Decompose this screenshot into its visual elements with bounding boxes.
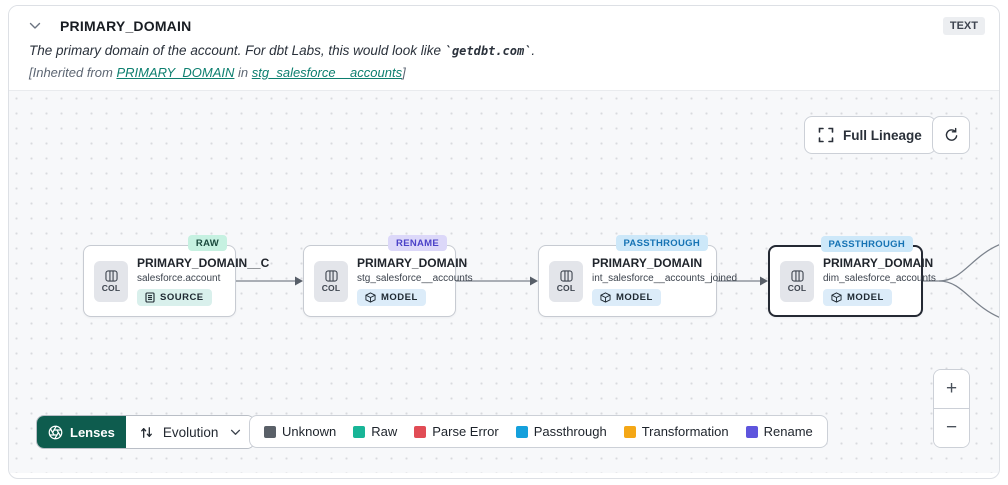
node-title: PRIMARY_DOMAIN xyxy=(592,256,703,270)
legend-item: Rename xyxy=(745,424,813,439)
lineage-node-staging[interactable]: RENAME COL PRIMARY_DOMAIN stg_salesforce… xyxy=(303,235,473,317)
lens-selector-dropdown[interactable]: Evolution xyxy=(125,416,255,448)
legend-item: Parse Error xyxy=(414,424,499,439)
column-icon xyxy=(104,269,118,282)
column-icon xyxy=(324,269,338,282)
legend-item: Raw xyxy=(353,424,397,439)
lineage-node-intermediate[interactable]: PASSTHROUGH COL PRIMARY_DOMAIN int_sales… xyxy=(538,235,737,317)
aperture-icon xyxy=(48,425,63,440)
lenses-label: Lenses xyxy=(70,424,115,440)
lens-legend: Unknown Raw Parse Error Passthrough Tran… xyxy=(249,415,828,448)
column-header: PRIMARY_DOMAIN TEXT The primary domain o… xyxy=(9,6,999,91)
node-title: PRIMARY_DOMAIN__C xyxy=(137,256,270,270)
resource-badge: MODEL xyxy=(357,289,426,306)
inherited-from-note: [Inherited from PRIMARY_DOMAIN in stg_sa… xyxy=(29,65,406,80)
node-title: PRIMARY_DOMAIN xyxy=(357,256,468,270)
swap-vertical-icon xyxy=(139,425,154,440)
model-cube-icon xyxy=(831,292,842,303)
lineage-canvas[interactable]: Full Lineage RAW COL PRIMARY_DOMAIN__C s… xyxy=(9,91,999,473)
lineage-node-dim-selected[interactable]: PASSTHROUGH COL PRIMARY_DOMAIN dim_sales… xyxy=(768,236,936,317)
zoom-out-button[interactable]: − xyxy=(934,409,969,447)
col-label: COL xyxy=(321,282,341,293)
legend-item: Transformation xyxy=(623,424,729,439)
zoom-in-button[interactable]: + xyxy=(934,370,969,408)
lineage-node-source[interactable]: RAW COL PRIMARY_DOMAIN__C salesforce.acc… xyxy=(83,235,269,317)
refresh-button[interactable] xyxy=(932,116,970,154)
refresh-icon xyxy=(943,127,960,144)
node-title: PRIMARY_DOMAIN xyxy=(823,256,934,270)
resource-badge: MODEL xyxy=(823,289,892,306)
inherited-column-link[interactable]: PRIMARY_DOMAIN xyxy=(116,65,235,80)
status-badge: PASSTHROUGH xyxy=(615,235,708,251)
column-chip: COL xyxy=(780,260,814,302)
lenses-control: Lenses Evolution xyxy=(36,415,256,449)
col-label: COL xyxy=(787,282,807,293)
node-subtitle: salesforce.account xyxy=(137,273,221,284)
edge-branch-down xyxy=(938,280,999,318)
collapse-chevron-icon[interactable] xyxy=(29,22,41,30)
legend-swatch xyxy=(515,425,528,438)
column-description: The primary domain of the account. For d… xyxy=(29,43,536,58)
legend-swatch xyxy=(353,425,366,438)
divider xyxy=(934,408,969,409)
col-label: COL xyxy=(556,282,576,293)
legend-item: Passthrough xyxy=(515,424,607,439)
status-badge: PASSTHROUGH xyxy=(820,236,913,252)
status-badge: RENAME xyxy=(388,235,447,251)
zoom-controls: + − xyxy=(933,369,970,448)
legend-swatch xyxy=(264,425,276,438)
column-title: PRIMARY_DOMAIN xyxy=(60,18,192,34)
inline-code: `getdbt.com` xyxy=(444,44,532,58)
legend-swatch xyxy=(745,425,758,438)
legend-item: Unknown xyxy=(264,424,336,439)
column-icon xyxy=(559,269,573,282)
column-chip: COL xyxy=(94,260,128,302)
selected-lens-label: Evolution xyxy=(162,424,219,440)
resource-badge: SOURCE xyxy=(137,289,212,306)
chevron-down-icon xyxy=(230,429,241,436)
source-icon xyxy=(145,292,155,303)
col-label: COL xyxy=(101,282,121,293)
resource-badge: MODEL xyxy=(592,289,661,306)
expand-corners-icon xyxy=(818,127,834,143)
column-type-badge: TEXT xyxy=(942,17,985,35)
node-subtitle: int_salesforce__accounts_joined xyxy=(592,273,738,284)
column-chip: COL xyxy=(549,260,583,302)
inherited-model-link[interactable]: stg_salesforce__accounts xyxy=(251,65,403,80)
model-cube-icon xyxy=(365,292,376,303)
node-subtitle: stg_salesforce__accounts xyxy=(357,273,473,284)
full-lineage-button[interactable]: Full Lineage xyxy=(804,116,936,154)
column-icon xyxy=(790,269,804,282)
model-cube-icon xyxy=(600,292,611,303)
legend-swatch xyxy=(414,425,427,438)
column-chip: COL xyxy=(314,260,348,302)
column-lineage-panel: PRIMARY_DOMAIN TEXT The primary domain o… xyxy=(8,5,1000,479)
lenses-button[interactable]: Lenses xyxy=(37,416,126,448)
status-badge: RAW xyxy=(187,235,227,251)
full-lineage-label: Full Lineage xyxy=(843,127,922,143)
node-subtitle: dim_salesforce_accounts xyxy=(823,273,936,284)
legend-swatch xyxy=(623,425,636,438)
